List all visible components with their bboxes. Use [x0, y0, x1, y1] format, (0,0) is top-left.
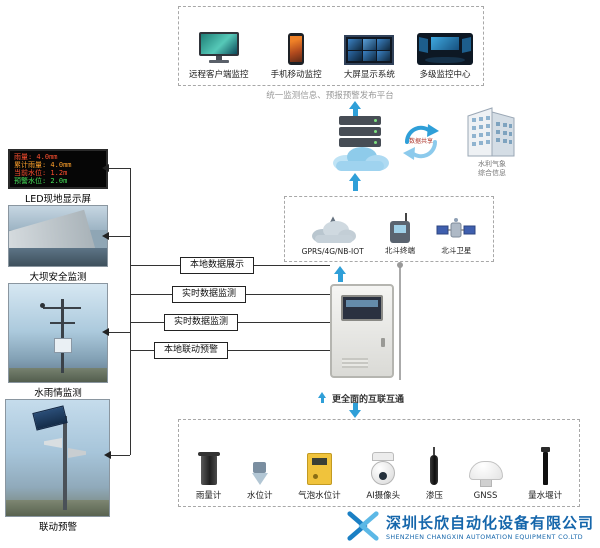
- flow-label-realtime-2: 实时数据监测: [164, 314, 238, 331]
- rtu-cabinet: [330, 284, 394, 378]
- left-arrowhead-icon: [102, 164, 109, 172]
- control-center-item: 多级监控中心: [416, 33, 473, 80]
- gnss-item: GNSS: [468, 426, 503, 501]
- bubble-level-icon: [306, 453, 332, 485]
- connector-line: [130, 168, 131, 455]
- cabinet-lock: [381, 338, 385, 347]
- rain-gauge-icon: [197, 452, 220, 485]
- left-arrowhead-icon: [102, 328, 109, 336]
- cabinet-antenna: [397, 262, 403, 380]
- beidou-terminal-label: 北斗终端: [385, 246, 416, 255]
- platform-caption: 统一监测信息、预报预警发布平台: [266, 91, 394, 101]
- up-arrow-icon: [334, 266, 346, 282]
- led-line: 雨量: 4.0mm: [14, 153, 58, 161]
- rain-gauge-item: 雨量计: [195, 426, 222, 501]
- piezometer-icon: [430, 447, 439, 485]
- beidou-terminal-item: 北斗终端: [385, 213, 415, 256]
- led-caption: LED现地显示屏: [24, 194, 92, 205]
- mobile-monitor-label: 手机移动监控: [270, 70, 322, 80]
- flow-label-realtime-1: 实时数据监测: [172, 286, 246, 303]
- remote-client-label: 远程客户端监控: [189, 70, 249, 80]
- left-arrowhead-icon: [102, 232, 109, 240]
- company-name-cn: 深圳长欣自动化设备有限公司: [385, 513, 594, 532]
- dam-monitoring-photo: [8, 205, 108, 267]
- gnss-dome-icon: [468, 461, 503, 487]
- weir-gauge-label: 量水堰计: [528, 491, 563, 501]
- rain-caption: 水雨情监测: [34, 388, 82, 399]
- gprs-item: GPRS/4G/NB-IOT: [302, 215, 364, 256]
- company-name-en: SHENZHEN CHANGXIN AUTOMATION EQUIPMENT C…: [385, 533, 584, 541]
- gnss-label: GNSS: [473, 491, 498, 501]
- data-exchange-cycle-icon: 数据共享: [400, 121, 442, 163]
- rain-water-station-photo: [8, 283, 108, 383]
- weir-gauge-item: 量水堰计: [528, 426, 562, 501]
- cycle-label: 数据共享: [408, 138, 433, 145]
- weir-gauge-icon: [540, 447, 550, 485]
- flow-label-local-display: 本地数据展示: [180, 257, 254, 274]
- water-level-label: 水位计: [247, 491, 273, 501]
- big-screen-item: 大屏显示系统: [344, 35, 395, 80]
- rtu-caption: 更全面的互联互通: [332, 395, 405, 405]
- rain-gauge-label: 雨量计: [195, 491, 222, 501]
- led-line: 累计雨量: 4.0mm: [14, 161, 72, 169]
- logo-x-icon: [347, 511, 379, 541]
- control-center-label: 多级监控中心: [419, 70, 471, 80]
- gprs-label: GPRS/4G/NB-IOT: [301, 247, 364, 256]
- platform-box: 远程客户端监控 手机移动监控 大屏显示系统 多级监控中心: [178, 6, 484, 86]
- phone-icon: [288, 33, 305, 65]
- connector-line: [130, 350, 330, 351]
- led-line: 当前水位: 1.2m: [14, 169, 68, 177]
- up-arrow-icon: [349, 173, 361, 191]
- cloud-icon: [333, 147, 389, 171]
- connector-line: [108, 332, 130, 333]
- mobile-monitor-item: 手机移动监控: [271, 33, 322, 80]
- company-logo: 深圳长欣自动化设备有限公司 SHENZHEN CHANGXIN AUTOMATI…: [346, 509, 594, 543]
- bubble-level-label: 气泡水位计: [298, 491, 341, 501]
- flow-label-local-alert: 本地联动预警: [154, 342, 228, 359]
- piezometer-label: 渗压: [425, 491, 443, 501]
- left-arrowhead-icon: [104, 451, 111, 459]
- alert-caption: 联动预警: [38, 522, 77, 533]
- dam-caption: 大坝安全监测: [29, 272, 87, 283]
- cabinet-vent: [342, 358, 368, 368]
- sensor-box: 雨量计 水位计 气泡水位计 AI摄像头 渗压 GNSS 量水堰计: [178, 419, 580, 507]
- bubble-level-item: 气泡水位计: [298, 426, 341, 501]
- connector-line: [108, 168, 130, 169]
- comm-box: GPRS/4G/NB-IOT 北斗终端 北斗卫星: [284, 196, 494, 262]
- up-arrow-small-icon: [318, 392, 326, 403]
- alert-speaker-pole-photo: [5, 399, 110, 517]
- up-arrow-icon: [349, 101, 361, 117]
- big-screen-label: 大屏显示系统: [343, 70, 395, 80]
- remote-client-item: 远程客户端监控: [189, 32, 249, 80]
- monitor-icon: [198, 32, 239, 65]
- beidou-terminal-icon: [390, 213, 411, 243]
- logo-text: 深圳长欣自动化设备有限公司 SHENZHEN CHANGXIN AUTOMATI…: [386, 512, 594, 541]
- cabinet-screen: [341, 295, 383, 321]
- ai-camera-item: AI摄像头: [366, 426, 400, 501]
- ai-camera-icon: [371, 452, 396, 485]
- led-display-panel: 雨量: 4.0mm 累计雨量: 4.0mm 当前水位: 1.2m 预警水位: 2…: [8, 149, 108, 189]
- connector-line: [108, 236, 130, 237]
- led-line: 预警水位: 2.0m: [14, 177, 68, 185]
- water-level-item: 水位计: [247, 426, 273, 501]
- gprs-cloud-icon: [311, 216, 356, 243]
- water-level-icon: [251, 462, 268, 485]
- building-caption: 水利气象 综合信息: [478, 160, 506, 177]
- building-icon: [464, 100, 520, 162]
- down-arrow-icon: [349, 403, 361, 418]
- beidou-satellite-label: 北斗卫星: [441, 246, 472, 255]
- satellite-icon: [436, 218, 476, 238]
- server-stack-icon: [328, 116, 392, 172]
- ai-camera-label: AI摄像头: [366, 491, 401, 501]
- piezometer-item: 渗压: [426, 426, 443, 501]
- control-center-icon: [416, 33, 473, 65]
- beidou-satellite-item: 北斗卫星: [436, 217, 476, 256]
- connector-line: [110, 455, 130, 456]
- big-screen-icon: [344, 35, 395, 65]
